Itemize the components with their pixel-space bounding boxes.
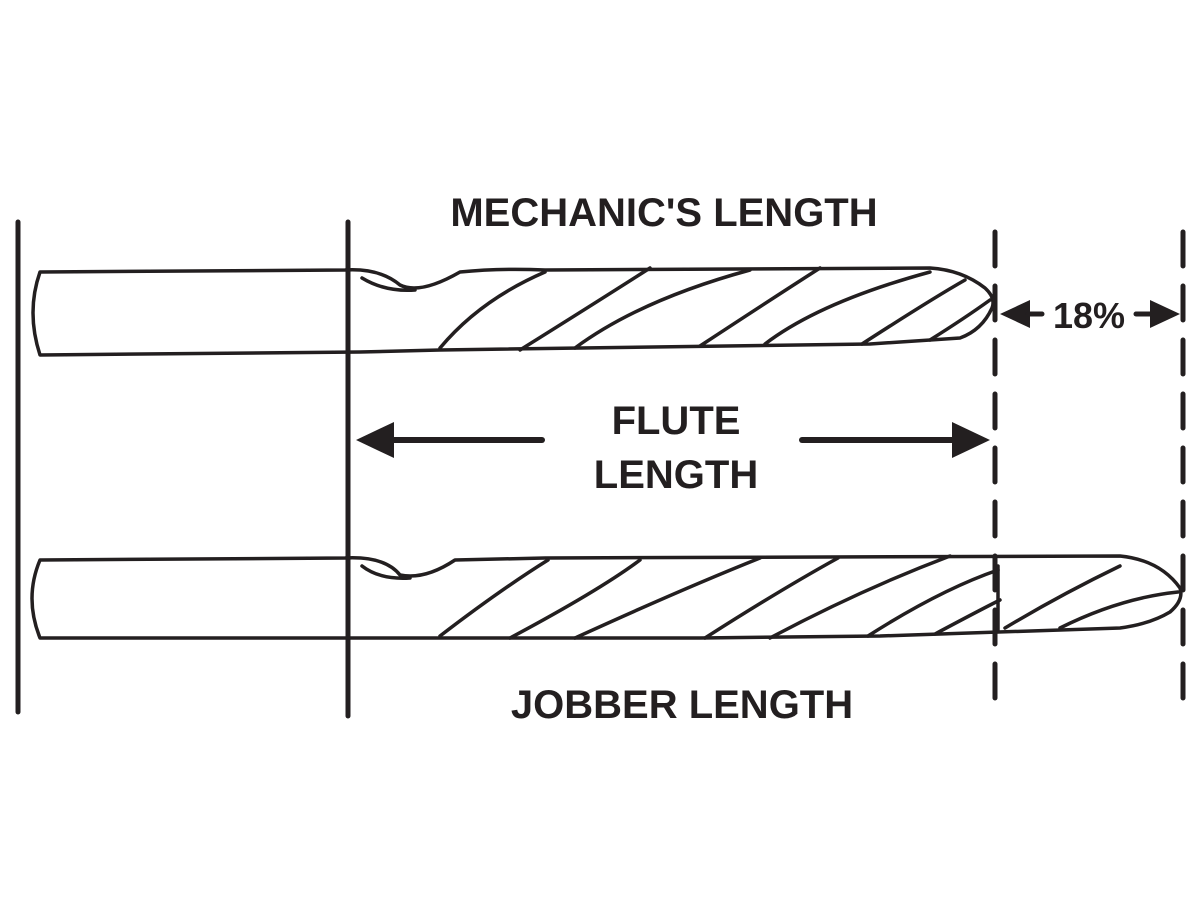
jobber-drill-flute-lip: [360, 564, 412, 580]
mechanics-drill-bit: [31, 266, 995, 357]
flute-arrow-left-head: [356, 422, 394, 458]
mechanics-drill-helix: [438, 266, 992, 352]
reference-lines: [15, 219, 351, 719]
flute-arrow-right-head: [952, 422, 990, 458]
percent-arrow-right-head: [1150, 300, 1180, 328]
percent-arrows: [1000, 300, 1180, 328]
dashed-reference-lines: [992, 229, 1186, 719]
percent-arrow-left-head: [1000, 300, 1030, 328]
jobber-length-label: JOBBER LENGTH: [511, 683, 853, 727]
mechanics-drill-outline: [31, 266, 995, 357]
jobber-drill-helix: [438, 554, 1180, 640]
flute-length-arrows: [356, 422, 990, 458]
mechanics-drill-flute-lip: [360, 276, 417, 292]
flute-label-line1: FLUTE: [612, 399, 741, 443]
mechanics-length-label: MECHANIC'S LENGTH: [450, 191, 877, 235]
flute-label-line2: LENGTH: [594, 453, 758, 497]
jobber-drill-outline: [30, 554, 1183, 640]
percent-label: 18%: [1053, 295, 1125, 336]
jobber-drill-bit: [30, 554, 1183, 640]
